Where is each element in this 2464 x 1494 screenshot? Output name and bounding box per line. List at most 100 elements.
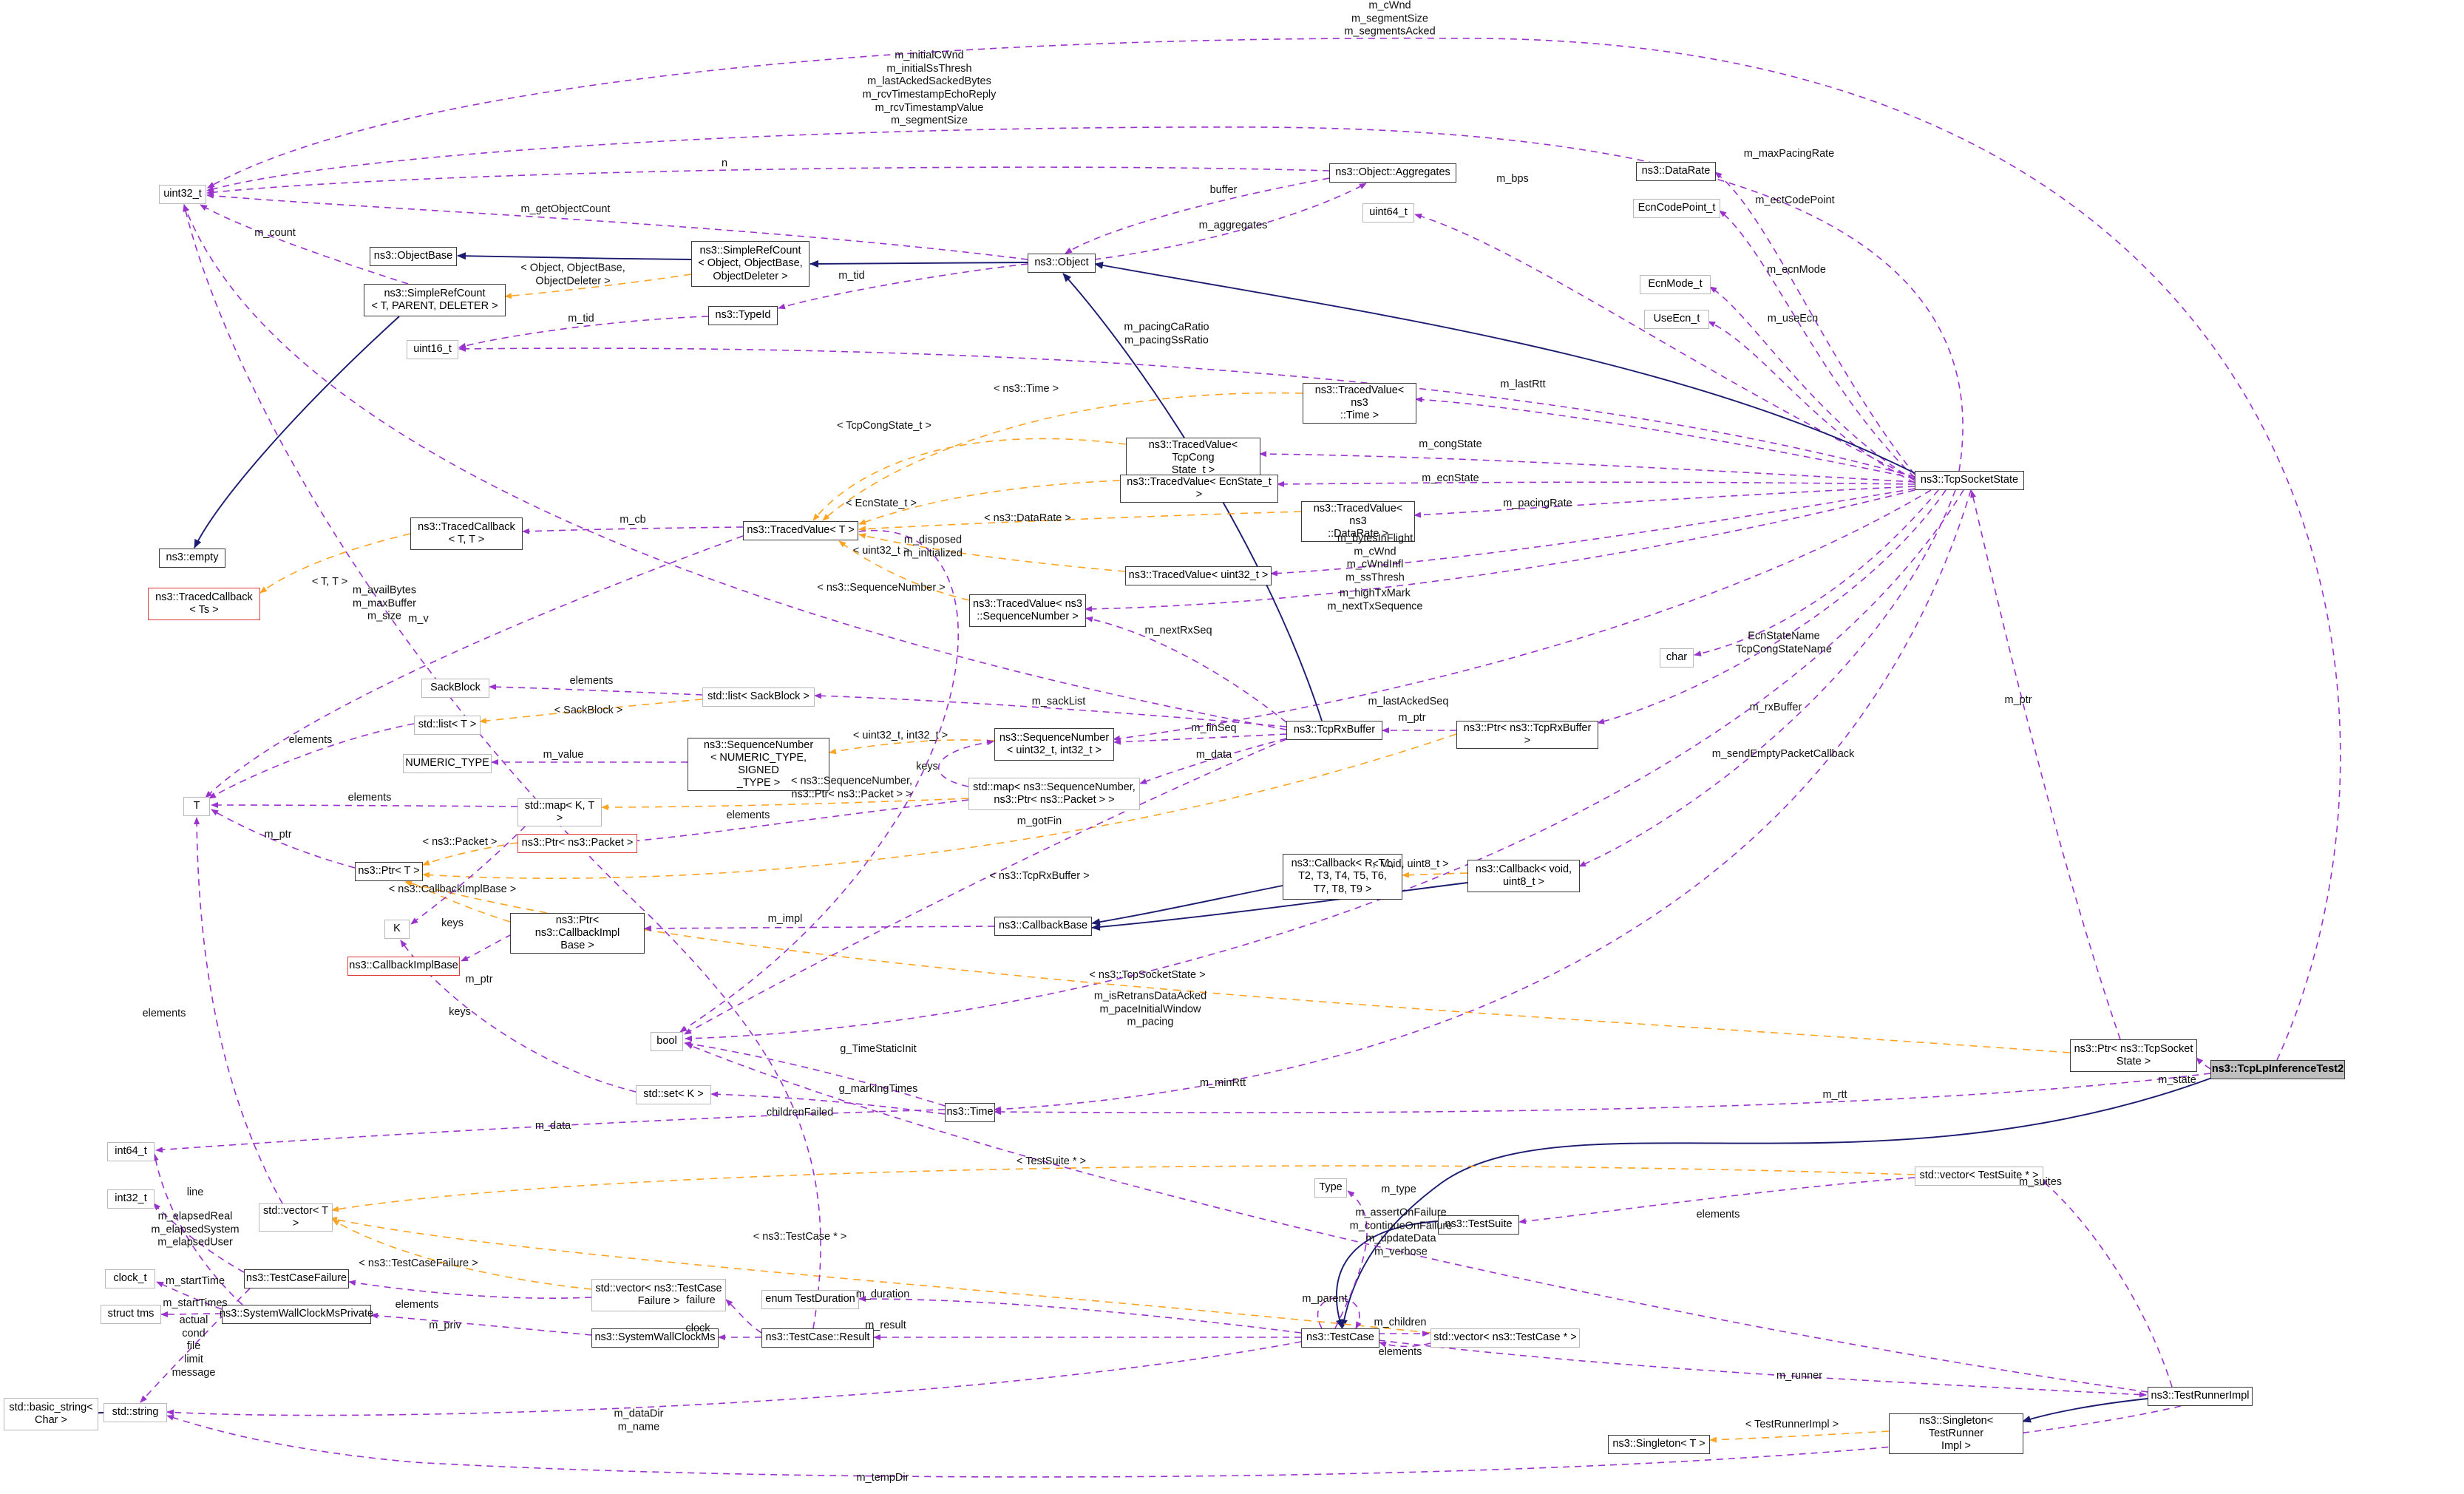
edge-tcpsocketstate-to-ptr-tcprxbuffer [1597, 489, 1947, 724]
node-uint16_t[interactable]: uint16_t [407, 340, 458, 359]
node-simplerefcount-object[interactable]: ns3::SimpleRefCount < Object, ObjectBase… [691, 241, 810, 287]
node-numeric-type[interactable]: NUMERIC_TYPE [403, 754, 492, 773]
edge-tcpsocketstate-to-time [994, 489, 1972, 1113]
node-ptr-tcprxbuffer[interactable]: ns3::Ptr< ns3::TcpRxBuffer > [1456, 721, 1598, 750]
node-set-k[interactable]: std::set< K > [636, 1085, 711, 1104]
edge-vector-t-to-t [194, 817, 283, 1204]
node-object[interactable]: ns3::Object [1028, 254, 1096, 273]
node-tv-t[interactable]: ns3::TracedValue< T > [743, 521, 858, 540]
node-map-seq-packet[interactable]: std::map< ns3::SequenceNumber, ns3::Ptr<… [968, 778, 1140, 810]
node-tv-seqnum[interactable]: ns3::TracedValue< ns3 ::SequenceNumber > [969, 594, 1086, 627]
node-map-kt[interactable]: std::map< K, T > [517, 798, 602, 827]
node-list-t[interactable]: std::list< T > [414, 716, 481, 735]
node-tv-datarate[interactable]: ns3::TracedValue< ns3 ::DataRate > [1301, 501, 1415, 543]
edge-vector-testcase-to-testcase [1379, 1341, 1431, 1348]
node-tv-ecnstate[interactable]: ns3::TracedValue< EcnState_t > [1120, 475, 1278, 503]
node-systemwallclockms[interactable]: ns3::SystemWallClockMs [591, 1328, 719, 1348]
node-enum-testduration[interactable]: enum TestDuration [761, 1290, 859, 1309]
node-seqnum-numeric[interactable]: ns3::SequenceNumber < NUMERIC_TYPE, SIGN… [688, 738, 829, 792]
node-tcplpinferencetest2[interactable]: ns3::TcpLpInferenceTest2 [2210, 1060, 2345, 1079]
edge-tcprxbuffer-to-bool [684, 738, 1287, 1035]
edge-tcplpinferencetest2-to-ptr-tcpsocketstate [2196, 1057, 2211, 1070]
edge-simplerefcount-t-to-uint32_t [200, 204, 409, 285]
edge-typeid-to-uint16_t [458, 316, 709, 349]
node-aggregates[interactable]: ns3::Object::Aggregates [1329, 163, 1456, 183]
node-ptr-t[interactable]: ns3::Ptr< T > [355, 862, 423, 881]
edge-tcpsocketstate-to-uint16_t [458, 345, 1915, 478]
edge-tcpsocketstate-to-callback-void [1578, 489, 1956, 867]
edge-tv-t-to-bool [679, 529, 959, 1033]
node-string[interactable]: std::string [103, 1403, 167, 1422]
node-tracedcallback-ts[interactable]: ns3::TracedCallback < Ts > [148, 588, 260, 620]
edge-callback-r-to-callbackbase [1091, 885, 1283, 926]
node-t[interactable]: T [183, 797, 210, 816]
edge-aggregates-to-uint32_t [206, 166, 1330, 196]
edge-callback-void-to-callback-r [1402, 872, 1468, 878]
node-tv-time[interactable]: ns3::TracedValue< ns3 ::Time > [1303, 383, 1416, 424]
node-singleton-t[interactable]: ns3::Singleton< T > [1608, 1435, 1710, 1454]
node-vector-testcasefailure[interactable]: std::vector< ns3::TestCase Failure > [591, 1279, 726, 1311]
node-k[interactable]: K [384, 920, 410, 939]
node-testcase[interactable]: ns3::TestCase [1301, 1328, 1379, 1348]
node-clock_t[interactable]: clock_t [105, 1269, 155, 1288]
node-sackblock[interactable]: SackBlock [421, 679, 489, 698]
node-testrunnerimpl[interactable]: ns3::TestRunnerImpl [2148, 1387, 2253, 1406]
node-ptr-callbackimplbase[interactable]: ns3::Ptr< ns3::CallbackImpl Base > [510, 913, 645, 954]
node-ptr-packet[interactable]: ns3::Ptr< ns3::Packet > [517, 834, 637, 853]
node-vector-testcase[interactable]: std::vector< ns3::TestCase * > [1430, 1328, 1580, 1348]
node-callbackimplbase[interactable]: ns3::CallbackImplBase [347, 957, 460, 976]
node-useecn[interactable]: UseEcn_t [1644, 310, 1709, 329]
node-ptr-tcpsocketstate[interactable]: ns3::Ptr< ns3::TcpSocket State > [2070, 1039, 2197, 1072]
edge-ptr-tcpsocketstate-to-tcpsocketstate [1970, 490, 2121, 1040]
edge-tcpsocketstate-to-ecnmode [1709, 286, 1915, 481]
edge-ptr-callbackimplbase-to-ptr-t [404, 879, 511, 923]
node-simplerefcount-t[interactable]: ns3::SimpleRefCount < T, PARENT, DELETER… [364, 284, 506, 316]
node-tcpsocketstate[interactable]: ns3::TcpSocketState [1915, 471, 2024, 490]
node-struct-tms[interactable]: struct tms [101, 1305, 161, 1324]
node-tv-uint32[interactable]: ns3::TracedValue< uint32_t > [1125, 566, 1272, 585]
edge-list-sackblock-to-sackblock [489, 684, 703, 696]
node-testcasefailure[interactable]: ns3::TestCaseFailure [244, 1269, 349, 1288]
node-vector-testsuite[interactable]: std::vector< TestSuite * > [1915, 1167, 2043, 1186]
edge-vector-testcasefailure-to-vector-t [332, 1219, 592, 1290]
node-datarate[interactable]: ns3::DataRate [1636, 162, 1716, 181]
node-callback-void[interactable]: ns3::Callback< void, uint8_t > [1467, 860, 1580, 892]
node-ecnmode[interactable]: EcnMode_t [1640, 275, 1711, 294]
node-typeid[interactable]: ns3::TypeId [708, 306, 778, 325]
edge-aggregates-to-object [1065, 177, 1330, 254]
edge-map-seq-packet-to-map-kt [601, 798, 969, 810]
node-callback-r[interactable]: ns3::Callback< R, T1, T2, T3, T4, T5, T6… [1283, 854, 1402, 900]
node-tracedcallback-tt[interactable]: ns3::TracedCallback < T, T > [410, 517, 523, 550]
node-uint64_t[interactable]: uint64_t [1362, 203, 1414, 223]
node-basic-string[interactable]: std::basic_string< Char > [4, 1398, 98, 1430]
node-ecncodepoint[interactable]: EcnCodePoint_t [1633, 199, 1720, 218]
edge-tcplpinferencetest2-to-testcase [1340, 1077, 2213, 1328]
edge-tv-t-to-tracedcallback-tt [522, 526, 744, 534]
node-int32_t[interactable]: int32_t [107, 1189, 155, 1209]
node-uint32_t[interactable]: uint32_t [159, 185, 206, 204]
edge-testcase-result-to-vector-testcasefailure [725, 1299, 762, 1334]
node-systemwallclockmsprivate[interactable]: ns3::SystemWallClockMsPrivate [220, 1305, 373, 1324]
node-int64_t[interactable]: int64_t [107, 1142, 155, 1161]
node-testsuite[interactable]: ns3::TestSuite [1438, 1215, 1519, 1235]
edge-testrunnerimpl-to-singleton-testrunner [2022, 1398, 2148, 1423]
node-bool[interactable]: bool [651, 1032, 683, 1051]
node-tcprxbuffer[interactable]: ns3::TcpRxBuffer [1286, 721, 1382, 740]
node-char[interactable]: char [1660, 648, 1694, 668]
node-tv-cong[interactable]: ns3::TracedValue< TcpCong State_t > [1126, 438, 1260, 479]
edge-tcpsocketstate-to-tv-ecnstate [1277, 481, 1915, 487]
node-testcase-result[interactable]: ns3::TestCase::Result [761, 1328, 874, 1348]
edge-systemwallclockmsprivate-to-clock_t [156, 1281, 223, 1310]
node-time[interactable]: ns3::Time [945, 1103, 995, 1122]
edge-vector-testcase-to-vector-t [330, 1216, 1431, 1334]
node-objectbase[interactable]: ns3::ObjectBase [370, 247, 457, 266]
edge-tv-time-to-tv-t [822, 392, 1303, 521]
node-type[interactable]: Type [1314, 1178, 1347, 1198]
node-singleton-testrunner[interactable]: ns3::Singleton< TestRunner Impl > [1889, 1413, 2023, 1455]
node-vector-t[interactable]: std::vector< T > [259, 1203, 333, 1232]
node-callbackbase[interactable]: ns3::CallbackBase [994, 917, 1092, 936]
node-seqnum-3232[interactable]: ns3::SequenceNumber < uint32_t, int32_t … [994, 728, 1114, 761]
node-list-sackblock[interactable]: std::list< SackBlock > [702, 687, 815, 707]
node-empty[interactable]: ns3::empty [159, 549, 225, 568]
edge-ptr-tcpsocketstate-to-ptr-t [404, 880, 2071, 1053]
